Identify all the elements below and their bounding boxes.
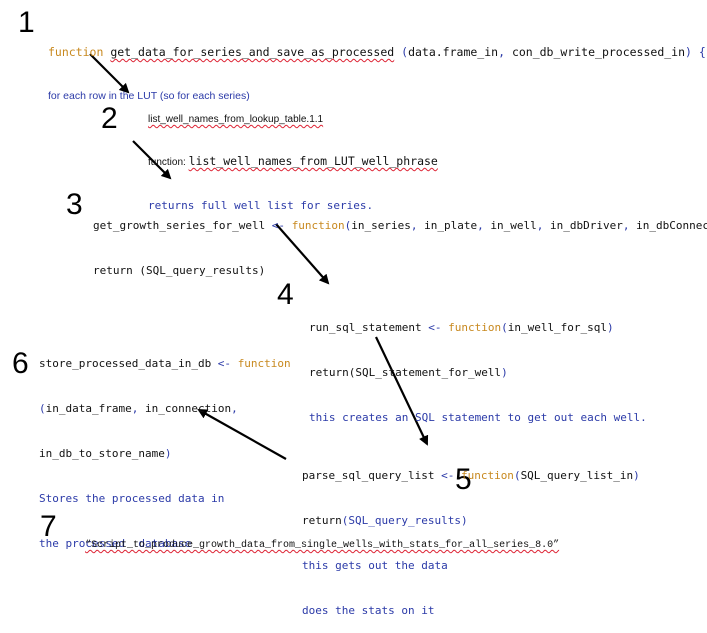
function-keyword: function [48,45,104,59]
step-2-block: list_well_names_from_lookup_table.1.1 fu… [148,86,438,228]
step-4-note: this creates an SQL statement to get out… [309,411,647,424]
arg: data.frame_in [408,45,499,59]
arg: in_well_for_sql [507,321,608,334]
open-paren: ( [513,469,521,482]
step-number-5: 5 [455,463,472,496]
return-keyword: return [302,514,342,527]
function-keyword: function [291,219,345,232]
script-name: “Script_to_produce_growth_data_from_sing… [85,540,560,551]
assign-arrow: <- [211,357,238,370]
arg: con_db_write_processed_in [511,45,686,59]
comma: , [231,402,238,415]
step-6-note-2: the processed database [39,537,192,550]
arg: in_dbConnect [636,219,707,232]
step-number-1: 1 [18,6,35,39]
step-5-return: return(SQL_query_results) [302,513,640,528]
close-paren: ) [633,469,640,482]
comma: , [131,402,145,415]
close-paren: ) [501,366,508,379]
step-number-4: 4 [277,278,294,311]
step-2-function-line: function: list_well_names_from_LUT_well_… [148,154,438,170]
step-1-note: for each row in the LUT (so for each ser… [48,90,250,102]
arg: in_connection [144,402,232,415]
step-6-args-line-2: in_db_to_store_name) [39,446,291,461]
assign-arrow: <- [434,469,461,482]
step-6-args-line-1: (in_data_frame, in_connection, [39,401,291,416]
close-paren: ) [607,321,614,334]
arg: in_plate [424,219,478,232]
step-1-signature: function get_data_for_series_and_save_as… [48,45,706,60]
return-value: SQL_statement_for_well [355,366,502,379]
arg: in_well [490,219,537,232]
function-label: function: [148,157,189,168]
step-3-signature: get_growth_series_for_well <- function(i… [93,218,707,233]
comma: , [498,45,512,59]
return-keyword: return( [309,366,356,379]
step-4-signature: run_sql_statement <- function(in_well_fo… [309,320,647,335]
close-paren: ) [685,45,692,59]
arg: SQL_query_list_in [520,469,634,482]
step-number-3: 3 [66,188,83,221]
open-paren: ( [394,45,409,59]
step-number-2: 2 [101,102,118,135]
arg: in_db_to_store_name [39,447,165,460]
close-paren: ) [164,447,172,460]
assign-arrow: <- [421,321,449,334]
step-number-6: 6 [12,347,29,380]
step-5-signature: parse_sql_query_list <- function(SQL_que… [302,468,640,483]
function-name: parse_sql_query_list [302,469,435,482]
step-3-block: get_growth_series_for_well <- function(i… [93,188,707,293]
function-keyword: function [237,357,291,370]
open-brace: { [691,45,706,59]
comma: , [536,219,550,232]
comma: , [622,219,637,232]
arg: in_series [351,219,411,232]
function-name: run_sql_statement [309,321,422,334]
open-paren: ( [501,321,508,334]
step-5-note-1: this gets out the data [302,559,448,572]
step-2-note: returns full well list for series. [148,199,374,212]
step-6-block: store_processed_data_in_db <- function (… [39,326,291,566]
arg: in_data_frame [45,402,132,415]
step-6-signature: store_processed_data_in_db <- function [39,356,291,371]
step-3-return: return (SQL_query_results) [93,264,266,277]
function-name: get_growth_series_for_well [93,219,266,232]
step-7-block: “Script_to_produce_growth_data_from_sing… [73,526,559,552]
function-keyword: function [448,321,502,334]
comma: , [410,219,425,232]
step-5-note-2: does the stats on it [302,604,435,617]
open-paren: ( [344,219,352,232]
arg: in_dbDriver [550,219,623,232]
step-6-note-1: Stores the processed data in [39,492,225,505]
function-name: store_processed_data_in_db [39,357,212,370]
function-keyword: function [460,469,514,482]
open-paren: ( [39,402,46,415]
step-1-block: function get_data_for_series_and_save_as… [48,15,706,118]
step-number-7: 7 [40,510,57,543]
assign-arrow: <- [265,219,292,232]
step-2-file-name: list_well_names_from_lookup_table.1.1 [148,114,324,125]
step-4-block: run_sql_statement <- function(in_well_fo… [309,290,647,440]
return-value: (SQL_query_results) [341,514,468,527]
comma: , [477,219,491,232]
function-name: get_data_for_series_and_save_as_processe… [110,45,395,59]
step-4-return: return(SQL_statement_for_well) [309,365,647,380]
function-name: list_well_names_from_LUT_well_phrase [188,154,438,168]
